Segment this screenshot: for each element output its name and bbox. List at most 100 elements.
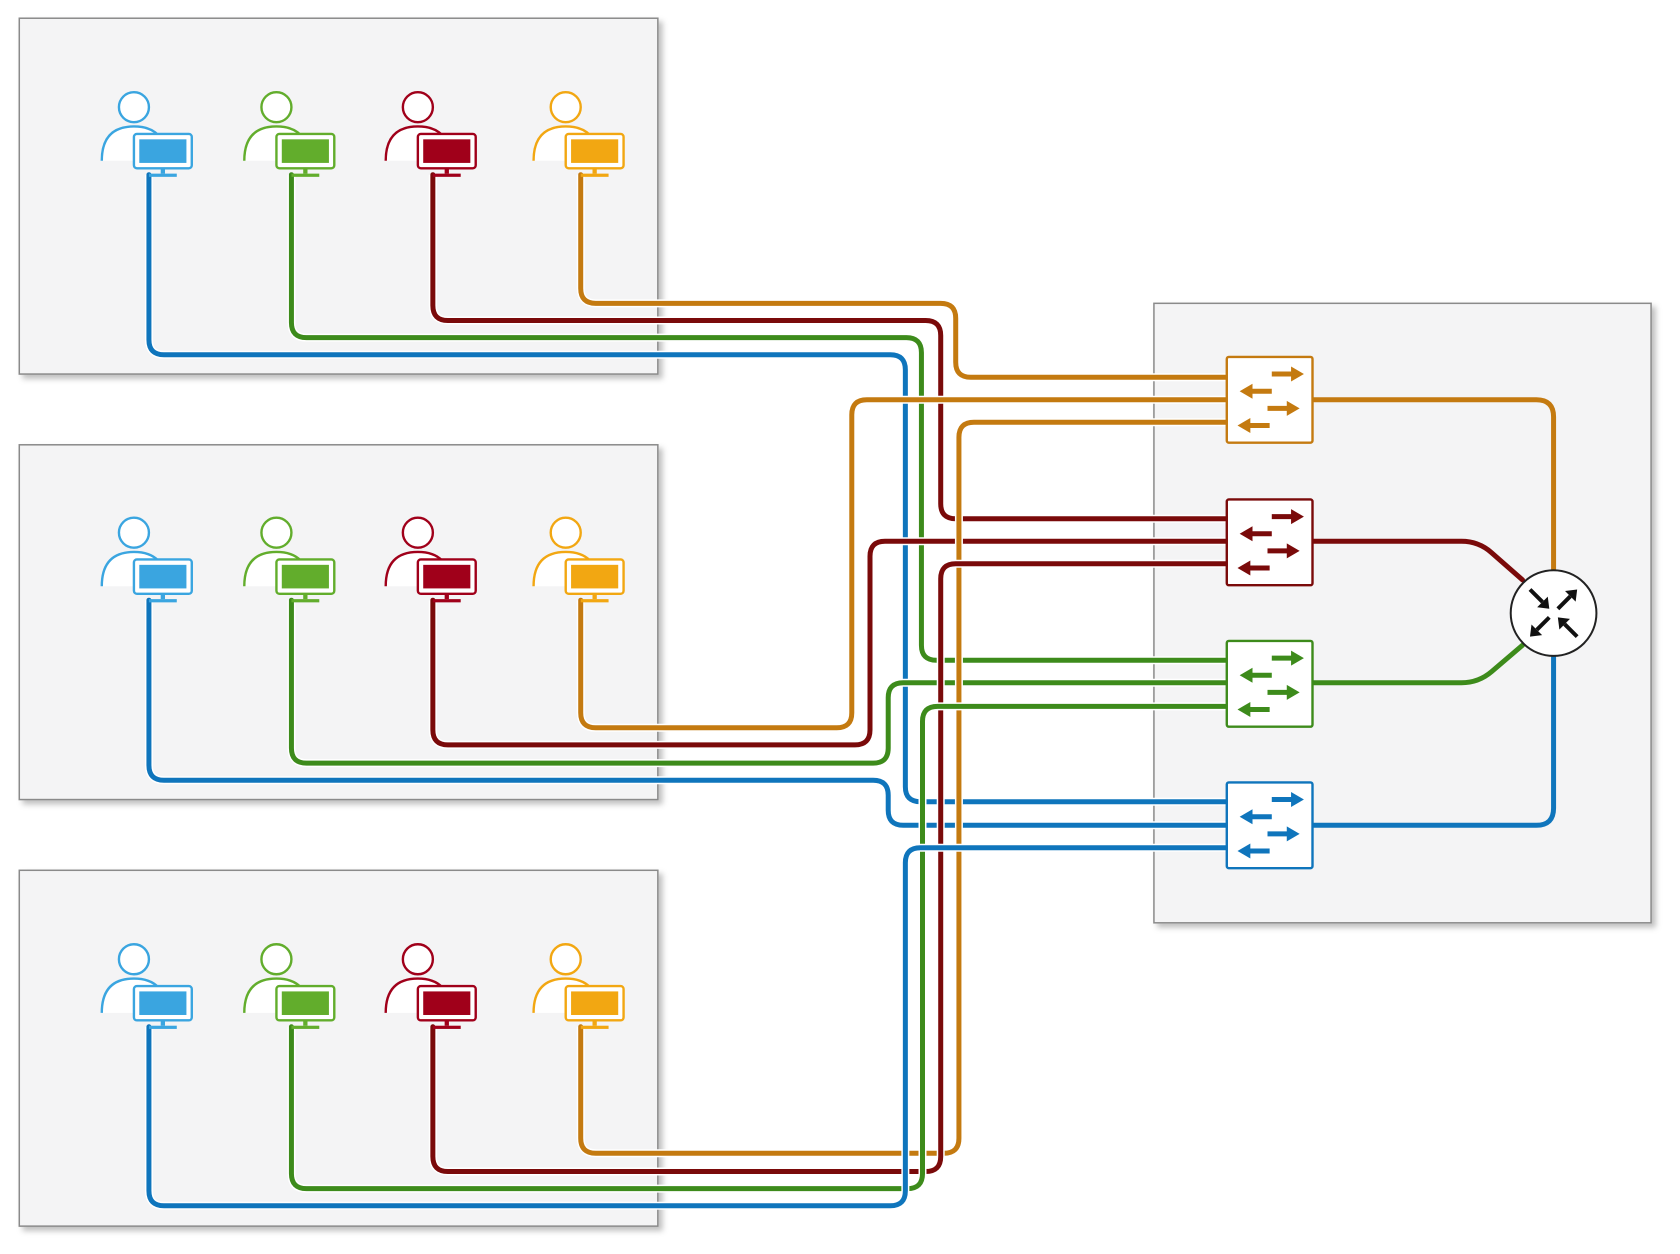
monitor-base [291, 599, 320, 603]
user-with-monitor-icon [100, 516, 193, 603]
monitor-base [148, 599, 177, 603]
switch-blue [1225, 781, 1314, 870]
switch-icon [1225, 639, 1314, 728]
wire-red [430, 538, 1230, 748]
switch-red [1225, 498, 1314, 587]
switch-icon [1225, 355, 1314, 444]
monitor-screen [281, 139, 329, 163]
router-arrow-shaft [1556, 594, 1572, 611]
monitor-screen [423, 991, 471, 1015]
monitor-base [580, 173, 609, 177]
monitor-neck [444, 593, 449, 600]
monitor-screen [139, 991, 187, 1015]
wire-red [430, 561, 1230, 1174]
arrow-left-head [1237, 843, 1251, 859]
wire-blue [146, 172, 1230, 805]
arrow-right-head [1286, 400, 1300, 416]
arrow-right-head [1291, 366, 1304, 382]
nodes [100, 90, 1598, 1029]
arrow-right-head [1286, 826, 1300, 842]
user-head [260, 516, 293, 549]
monitor-base [432, 1025, 461, 1029]
user-head [117, 943, 151, 976]
user-head [401, 90, 435, 124]
router-arrow-shaft [1535, 615, 1551, 632]
monitor-neck [303, 168, 308, 174]
monitor-screen [423, 564, 471, 589]
wire-red [430, 172, 1230, 522]
uplink-red [1310, 538, 1525, 583]
uplink-blue [1310, 653, 1557, 828]
uplink-green [1310, 642, 1525, 686]
user-with-monitor-icon [532, 90, 625, 177]
arrow-right-head [1286, 543, 1300, 559]
arrow-right-head [1291, 509, 1304, 525]
switch-orange [1225, 355, 1314, 444]
monitor-neck [160, 593, 165, 600]
router-arrow-head [1530, 624, 1543, 637]
monitor-base [291, 173, 320, 177]
connection-wires [144, 172, 1557, 1210]
monitor-screen [571, 139, 619, 163]
user-with-monitor-icon [243, 90, 336, 177]
wire-orange [578, 419, 1230, 1156]
monitor-base [432, 173, 461, 177]
router-arrow-shaft [1528, 588, 1544, 604]
user-with-monitor-icon [100, 943, 193, 1029]
router-arrow-head [1565, 589, 1578, 602]
monitor-screen [139, 564, 187, 589]
arrow-right-head [1291, 650, 1304, 666]
monitor-screen [423, 139, 471, 163]
wire-orange [578, 172, 1230, 380]
monitor-screen [281, 991, 329, 1015]
user-head [549, 90, 582, 124]
user-head [401, 516, 435, 549]
wire-blue [146, 845, 1230, 1209]
wire-orange [578, 397, 1230, 731]
user-group-1-panel [18, 17, 659, 375]
router-arrow-shaft [1563, 622, 1579, 639]
user-with-monitor-icon [100, 90, 193, 177]
monitor-base [432, 599, 461, 603]
switch-icon [1225, 781, 1314, 870]
monitor-base [580, 599, 609, 603]
monitor-neck [303, 1020, 308, 1026]
arrow-left-head [1237, 702, 1251, 718]
wire-green [288, 597, 1230, 766]
arrow-left-head [1239, 526, 1253, 542]
wire-halo [576, 174, 1227, 382]
switch-icon [1225, 498, 1314, 587]
user-with-monitor-icon [243, 516, 336, 603]
user-head [260, 943, 293, 976]
monitor-neck [592, 593, 597, 600]
router-arrow-head [1557, 617, 1570, 630]
user-group-2-panel [18, 444, 659, 801]
monitor-base [148, 173, 177, 177]
wire-green [288, 172, 1230, 663]
user-group-3-panel [18, 869, 659, 1227]
uplink-orange [1310, 397, 1557, 573]
monitor-neck [160, 1020, 165, 1026]
arrow-right-head [1286, 684, 1300, 700]
monitor-neck [303, 593, 308, 600]
user-head [549, 516, 582, 549]
monitor-base [148, 1025, 177, 1029]
arrow-left-head [1237, 560, 1251, 576]
monitor-neck [444, 1020, 449, 1026]
monitor-neck [160, 168, 165, 174]
user-with-monitor-icon [243, 943, 336, 1029]
monitor-screen [281, 564, 329, 589]
router-icon [1509, 569, 1598, 657]
arrow-left-head [1239, 667, 1253, 683]
monitor-neck [444, 168, 449, 174]
user-head [260, 90, 293, 124]
panels [18, 17, 1652, 1227]
user-head [401, 943, 435, 976]
switch-green [1225, 639, 1314, 728]
wire-blue [146, 597, 1230, 828]
monitor-neck [592, 1020, 597, 1026]
user-head [117, 516, 151, 549]
user-with-monitor-icon [384, 516, 477, 603]
monitor-base [291, 1025, 320, 1029]
arrow-left-head [1239, 809, 1253, 825]
